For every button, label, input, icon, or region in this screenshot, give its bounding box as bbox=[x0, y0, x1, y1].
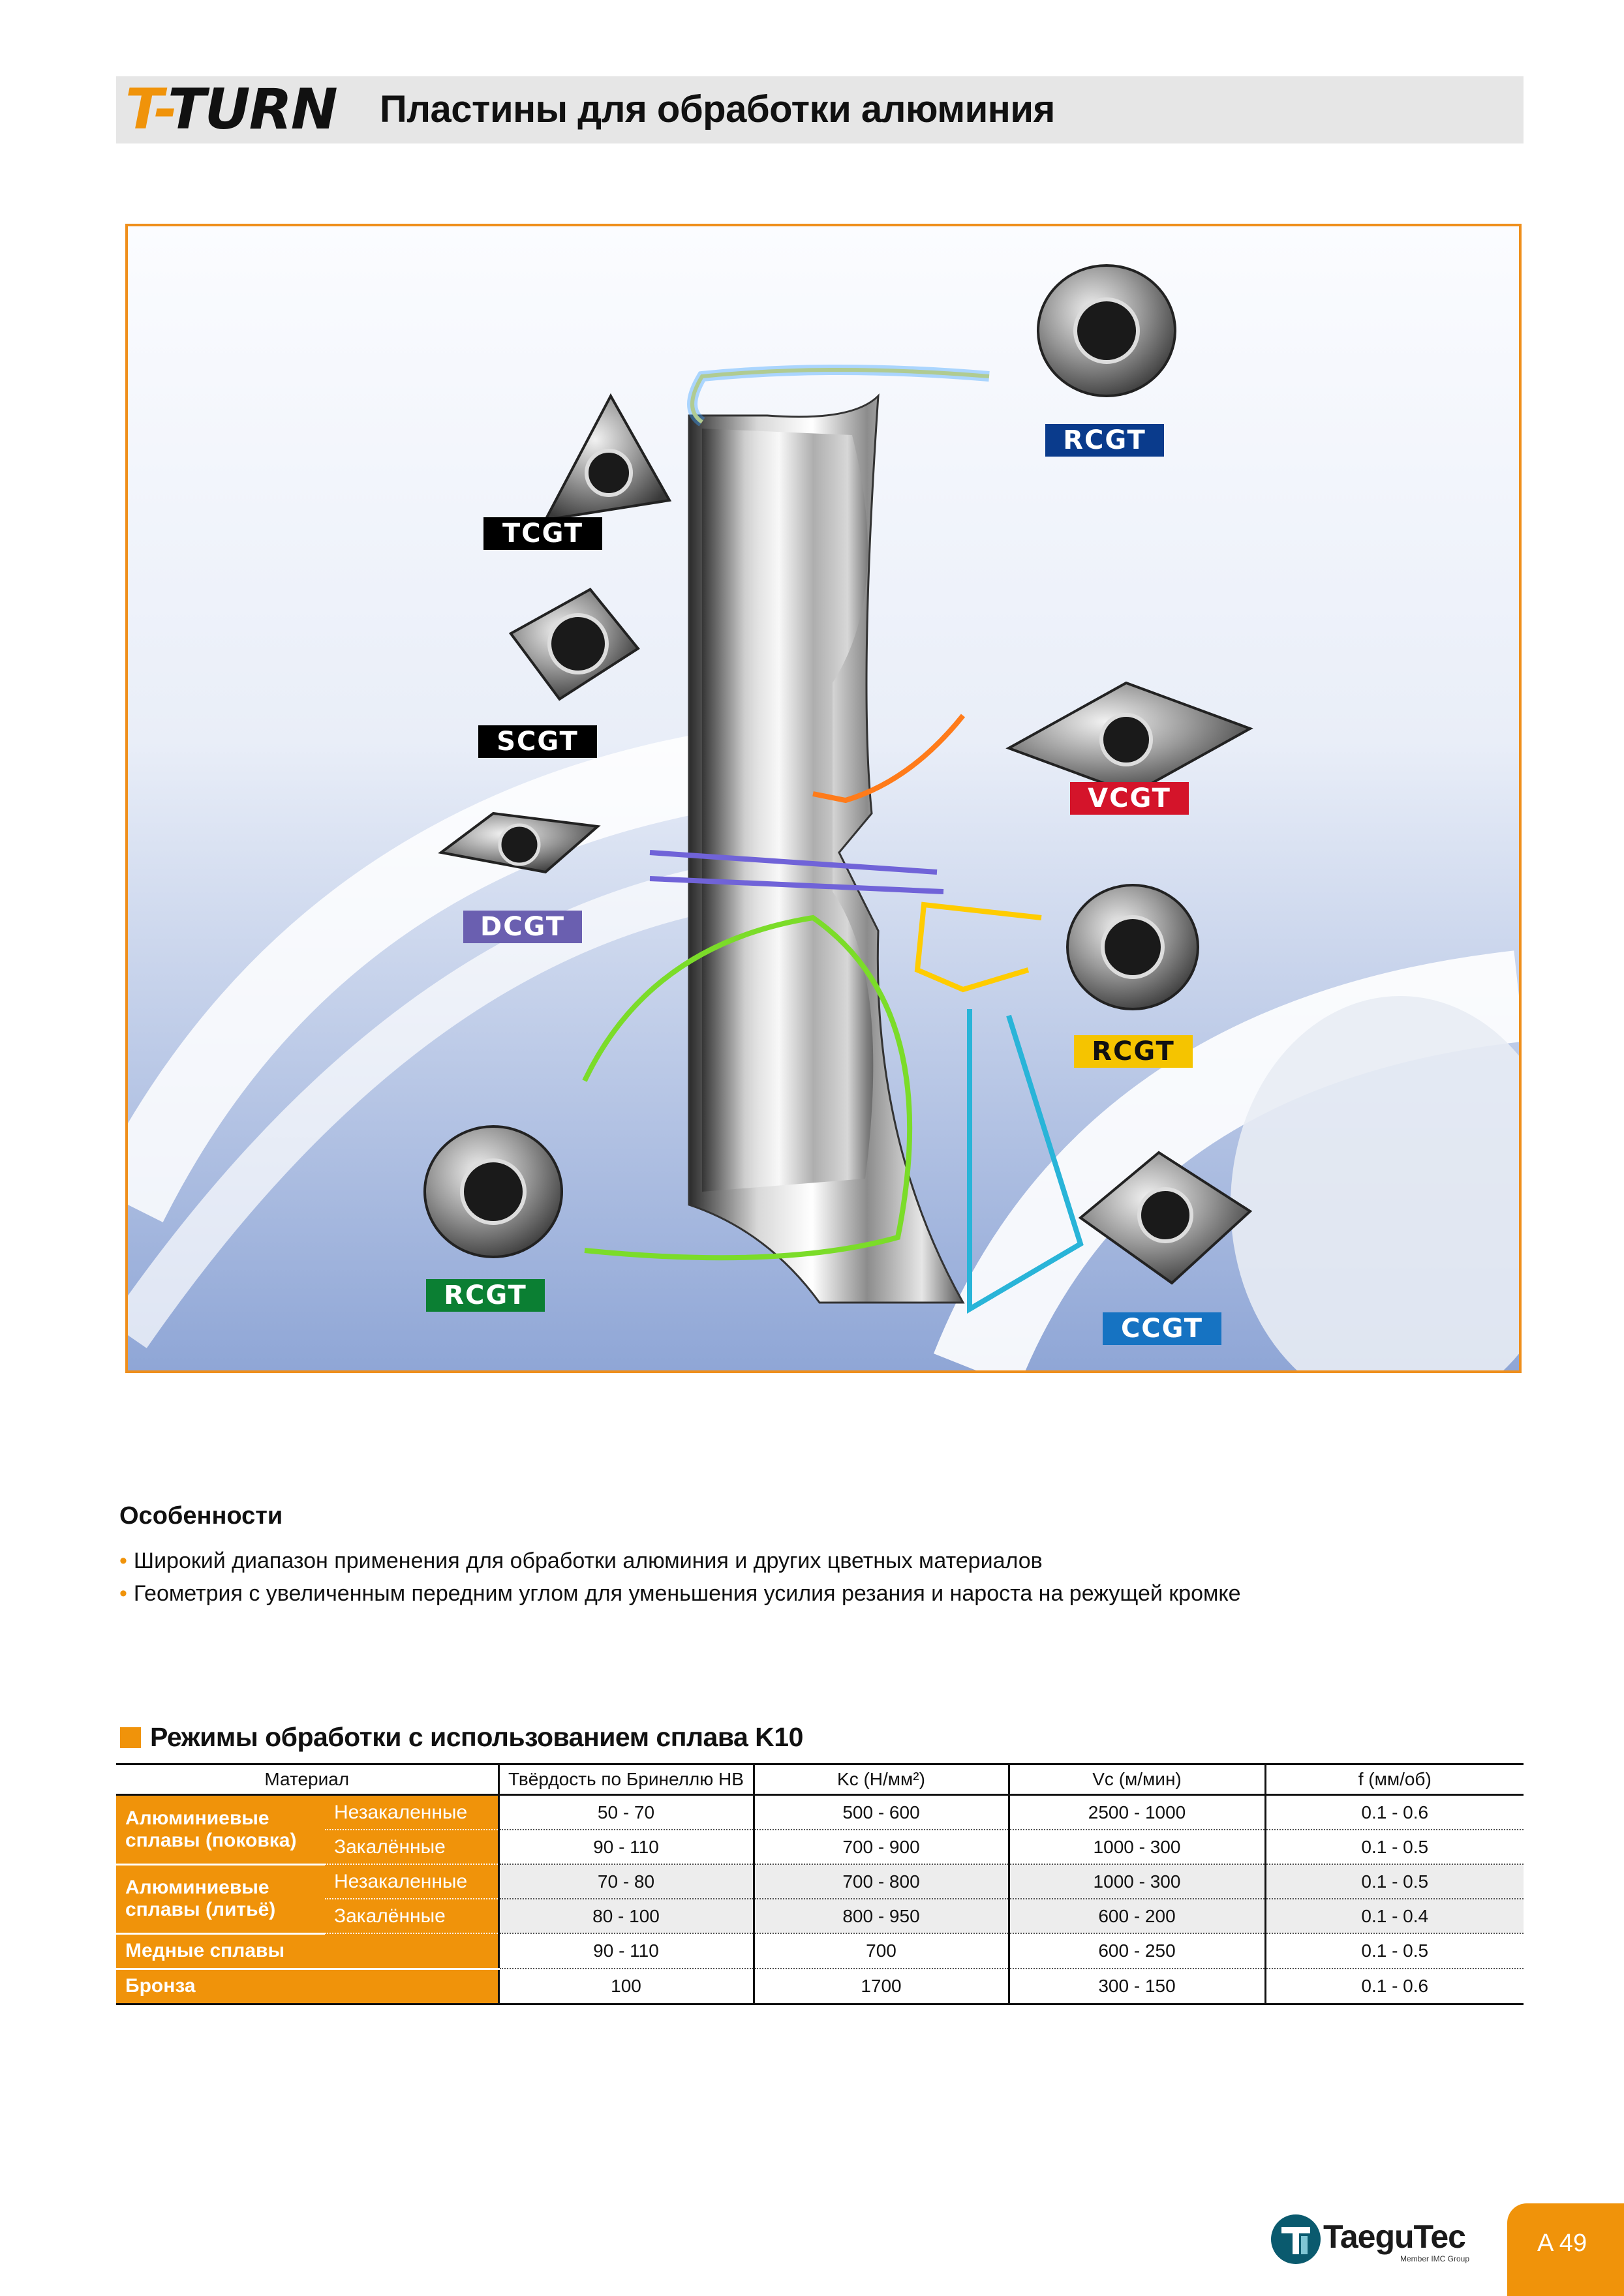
header-hb: Твёрдость по Бринеллю HB bbox=[497, 1763, 754, 1796]
bullet: • bbox=[119, 1581, 127, 1606]
cell-hb: 100 bbox=[497, 1969, 754, 2005]
material-group: Бронза bbox=[116, 1969, 498, 2005]
table-row: Медные сплавы 90 - 110 700 600 - 250 0.1… bbox=[116, 1933, 1524, 1970]
material-subtype: Закалённые bbox=[325, 1830, 498, 1865]
insert-application-illustration: TCGT SCGT DCGT RCGT VCGT RCGT RCGT CCGT bbox=[125, 224, 1522, 1373]
tag-rcgt-blue: RCGT bbox=[1045, 424, 1164, 457]
table-row: Алюминиевые сплавы (литьё) Незакаленные … bbox=[116, 1864, 1524, 1935]
material-subtype: Закалённые bbox=[325, 1899, 498, 1934]
tag-ccgt: CCGT bbox=[1103, 1312, 1221, 1345]
table-title: Режимы обработки с использованием сплава… bbox=[120, 1722, 803, 1753]
cell-f: 0.1 - 0.5 bbox=[1264, 1864, 1524, 1899]
cell-hb: 70 - 80 bbox=[497, 1864, 754, 1899]
feature-text: Широкий диапазон применения для обработк… bbox=[133, 1548, 1043, 1573]
logo-text: TaeguTec bbox=[1323, 2218, 1466, 2255]
brand-rest: TURN bbox=[168, 77, 338, 142]
cell-kc: 700 bbox=[752, 1933, 1009, 1969]
tag-tcgt: TCGT bbox=[483, 517, 602, 550]
taegutec-logo-icon bbox=[1271, 2214, 1321, 2264]
orange-square-icon bbox=[120, 1727, 141, 1748]
cell-vc: 1000 - 300 bbox=[1007, 1830, 1265, 1865]
table-row: Закалённые 80 - 100 800 - 950 600 - 200 … bbox=[116, 1899, 1524, 1934]
tag-vcgt: VCGT bbox=[1070, 782, 1189, 815]
cell-kc: 800 - 950 bbox=[752, 1899, 1009, 1934]
material-group: Медные сплавы bbox=[116, 1933, 498, 1970]
feature-text: Геометрия с увеличенным передним углом д… bbox=[133, 1581, 1241, 1606]
logo-subtitle: Member IMC Group bbox=[1400, 2254, 1470, 2263]
cell-f: 0.1 - 0.6 bbox=[1264, 1794, 1524, 1830]
feature-item: •Геометрия с увеличенным передним углом … bbox=[119, 1577, 1241, 1610]
table-title-text: Режимы обработки с использованием сплава… bbox=[150, 1722, 803, 1752]
material-group: Алюминиевые сплавы (поковка) bbox=[116, 1794, 325, 1865]
header-material: Материал bbox=[116, 1763, 498, 1796]
cell-vc: 1000 - 300 bbox=[1007, 1864, 1265, 1899]
page-header: T-TURN Пластины для обработки алюминия bbox=[116, 76, 1524, 144]
cell-vc: 600 - 200 bbox=[1007, 1899, 1265, 1934]
tag-dcgt: DCGT bbox=[463, 911, 582, 943]
page-tab bbox=[1507, 2203, 1624, 2296]
cell-hb: 90 - 110 bbox=[497, 1933, 754, 1969]
feature-item: •Широкий диапазон применения для обработ… bbox=[119, 1545, 1241, 1577]
cell-f: 0.1 - 0.5 bbox=[1264, 1830, 1524, 1865]
table-header-row: Материал Твёрдость по Бринеллю HB Kc (Н/… bbox=[116, 1763, 1524, 1796]
page-number: A 49 bbox=[1537, 2229, 1587, 2257]
cell-kc: 1700 bbox=[752, 1969, 1009, 2005]
features-list: •Широкий диапазон применения для обработ… bbox=[119, 1545, 1241, 1610]
cell-f: 0.1 - 0.5 bbox=[1264, 1933, 1524, 1969]
cell-f: 0.1 - 0.4 bbox=[1264, 1899, 1524, 1934]
features-title: Особенности bbox=[119, 1502, 283, 1530]
header-kc: Kc (Н/мм²) bbox=[752, 1763, 1009, 1796]
cell-vc: 600 - 250 bbox=[1007, 1933, 1265, 1969]
cell-vc: 2500 - 1000 bbox=[1007, 1794, 1265, 1830]
bullet: • bbox=[119, 1548, 127, 1573]
header-f: f (мм/об) bbox=[1264, 1763, 1524, 1796]
table-row: Закалённые 90 - 110 700 - 900 1000 - 300… bbox=[116, 1830, 1524, 1865]
cell-kc: 500 - 600 bbox=[752, 1794, 1009, 1830]
brand-lead: T- bbox=[125, 77, 169, 142]
cell-vc: 300 - 150 bbox=[1007, 1969, 1265, 2005]
cell-kc: 700 - 900 bbox=[752, 1830, 1009, 1865]
table-row: Алюминиевые сплавы (поковка) Незакаленны… bbox=[116, 1794, 1524, 1865]
material-group: Алюминиевые сплавы (литьё) bbox=[116, 1864, 325, 1935]
cell-kc: 700 - 800 bbox=[752, 1864, 1009, 1899]
material-subtype: Незакаленные bbox=[325, 1794, 498, 1830]
cell-hb: 50 - 70 bbox=[497, 1794, 754, 1830]
material-subtype: Незакаленные bbox=[325, 1864, 498, 1899]
header-vc: Vc (м/мин) bbox=[1007, 1763, 1265, 1796]
cell-hb: 90 - 110 bbox=[497, 1830, 754, 1865]
tag-rcgt-green: RCGT bbox=[426, 1279, 545, 1312]
illustration-graphic bbox=[128, 226, 1519, 1370]
brand-logo: T-TURN bbox=[125, 77, 338, 142]
table-row: Бронза 100 1700 300 - 150 0.1 - 0.6 bbox=[116, 1969, 1524, 2005]
tag-scgt: SCGT bbox=[478, 725, 597, 758]
cutting-data-table: Материал Твёрдость по Бринеллю HB Kc (Н/… bbox=[116, 1763, 1524, 2005]
page-title: Пластины для обработки алюминия bbox=[380, 88, 1055, 130]
tag-rcgt-yellow: RCGT bbox=[1074, 1035, 1193, 1068]
cell-f: 0.1 - 0.6 bbox=[1264, 1969, 1524, 2005]
cell-hb: 80 - 100 bbox=[497, 1899, 754, 1934]
